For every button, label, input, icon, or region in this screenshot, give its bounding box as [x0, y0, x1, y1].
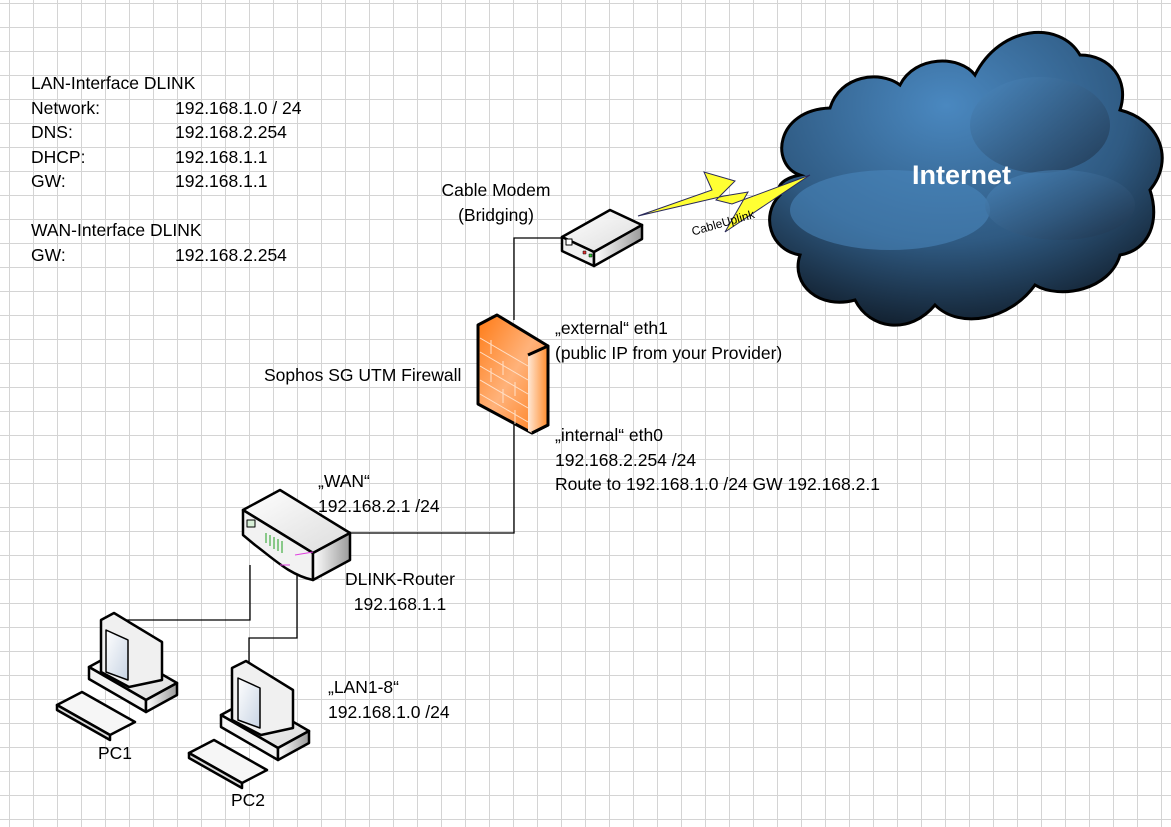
link-router-pc2 [248, 575, 298, 665]
cable-modem-label: Cable Modem (Bridging) [428, 178, 564, 227]
wan-interface-title: WAN-Interface DLINK [31, 220, 202, 240]
firewall-internal-info: „internal“ eth0 192.168.2.254 /24 Route … [555, 423, 880, 497]
wan-row-key: GW: [31, 244, 66, 265]
internal-interface-ip: 192.168.2.254 /24 [555, 449, 697, 470]
wan-row-value: 192.168.2.254 [175, 244, 287, 265]
lan-row-gw: GW: 192.168.1.1 [31, 169, 267, 194]
external-interface-name: „external“ eth1 [555, 318, 668, 338]
router-wan-name: „WAN“ [318, 471, 370, 491]
lan-row-key: Network: [31, 97, 101, 118]
cable-modem-name: Cable Modem [441, 180, 551, 200]
router-wan-ip: 192.168.2.1 /24 [318, 495, 440, 516]
dlink-router-icon [241, 488, 352, 582]
firewall-external-info: „external“ eth1 (public IP from your Pro… [555, 316, 782, 365]
lan-row-value: 192.168.1.0 / 24 [175, 97, 302, 118]
internal-interface-name: „internal“ eth0 [555, 425, 663, 445]
router-wan-info: „WAN“ 192.168.2.1 /24 [318, 469, 440, 518]
firewall-icon [476, 313, 550, 435]
cable-uplink-bolt-icon [637, 171, 811, 233]
pc2-computer-icon [187, 659, 311, 790]
lan-ports-info: „LAN1-8“ 192.168.1.0 /24 [328, 675, 450, 724]
internal-interface-route: Route to 192.168.1.0 /24 GW 192.168.2.1 [555, 474, 880, 494]
link-firewall-router [343, 425, 515, 534]
cable-modem-mode: (Bridging) [458, 204, 534, 225]
lan-row-dns: DNS: 192.168.2.254 [31, 120, 287, 145]
router-ip: 192.168.1.1 [353, 593, 447, 614]
lan-row-key: DHCP: [31, 146, 86, 167]
lan-row-value: 192.168.1.1 [175, 146, 268, 167]
lan-row-value: 192.168.1.1 [175, 171, 268, 191]
pc1-label: PC1 [98, 743, 133, 763]
lan-ports-subnet: 192.168.1.0 /24 [328, 701, 450, 722]
external-interface-ip: (public IP from your Provider) [555, 342, 783, 363]
firewall-label: Sophos SG UTM Firewall [264, 365, 462, 385]
lan-row-value: 192.168.2.254 [175, 122, 287, 142]
lan-row-key: DNS: [31, 122, 73, 142]
lan-interface-title: LAN-Interface DLINK [31, 73, 196, 93]
cable-modem-icon [560, 208, 644, 268]
link-modem-firewall [513, 237, 562, 320]
internet-cloud-icon [768, 31, 1164, 327]
lan-row-network: Network: 192.168.1.0 / 24 [31, 96, 302, 121]
router-name: DLINK-Router [345, 569, 455, 589]
link-router-pc1 [110, 565, 251, 621]
lan-row-dhcp: DHCP: 192.168.1.1 [31, 145, 267, 170]
wan-row-gw: GW: 192.168.2.254 [31, 243, 287, 268]
internet-label: Internet [912, 160, 1012, 190]
pc1-computer-icon [55, 611, 179, 742]
router-label: DLINK-Router 192.168.1.1 [330, 567, 470, 616]
lan-row-key: GW: [31, 171, 66, 191]
pc2-label: PC2 [231, 790, 266, 810]
lan-ports-name: „LAN1-8“ [328, 677, 399, 697]
